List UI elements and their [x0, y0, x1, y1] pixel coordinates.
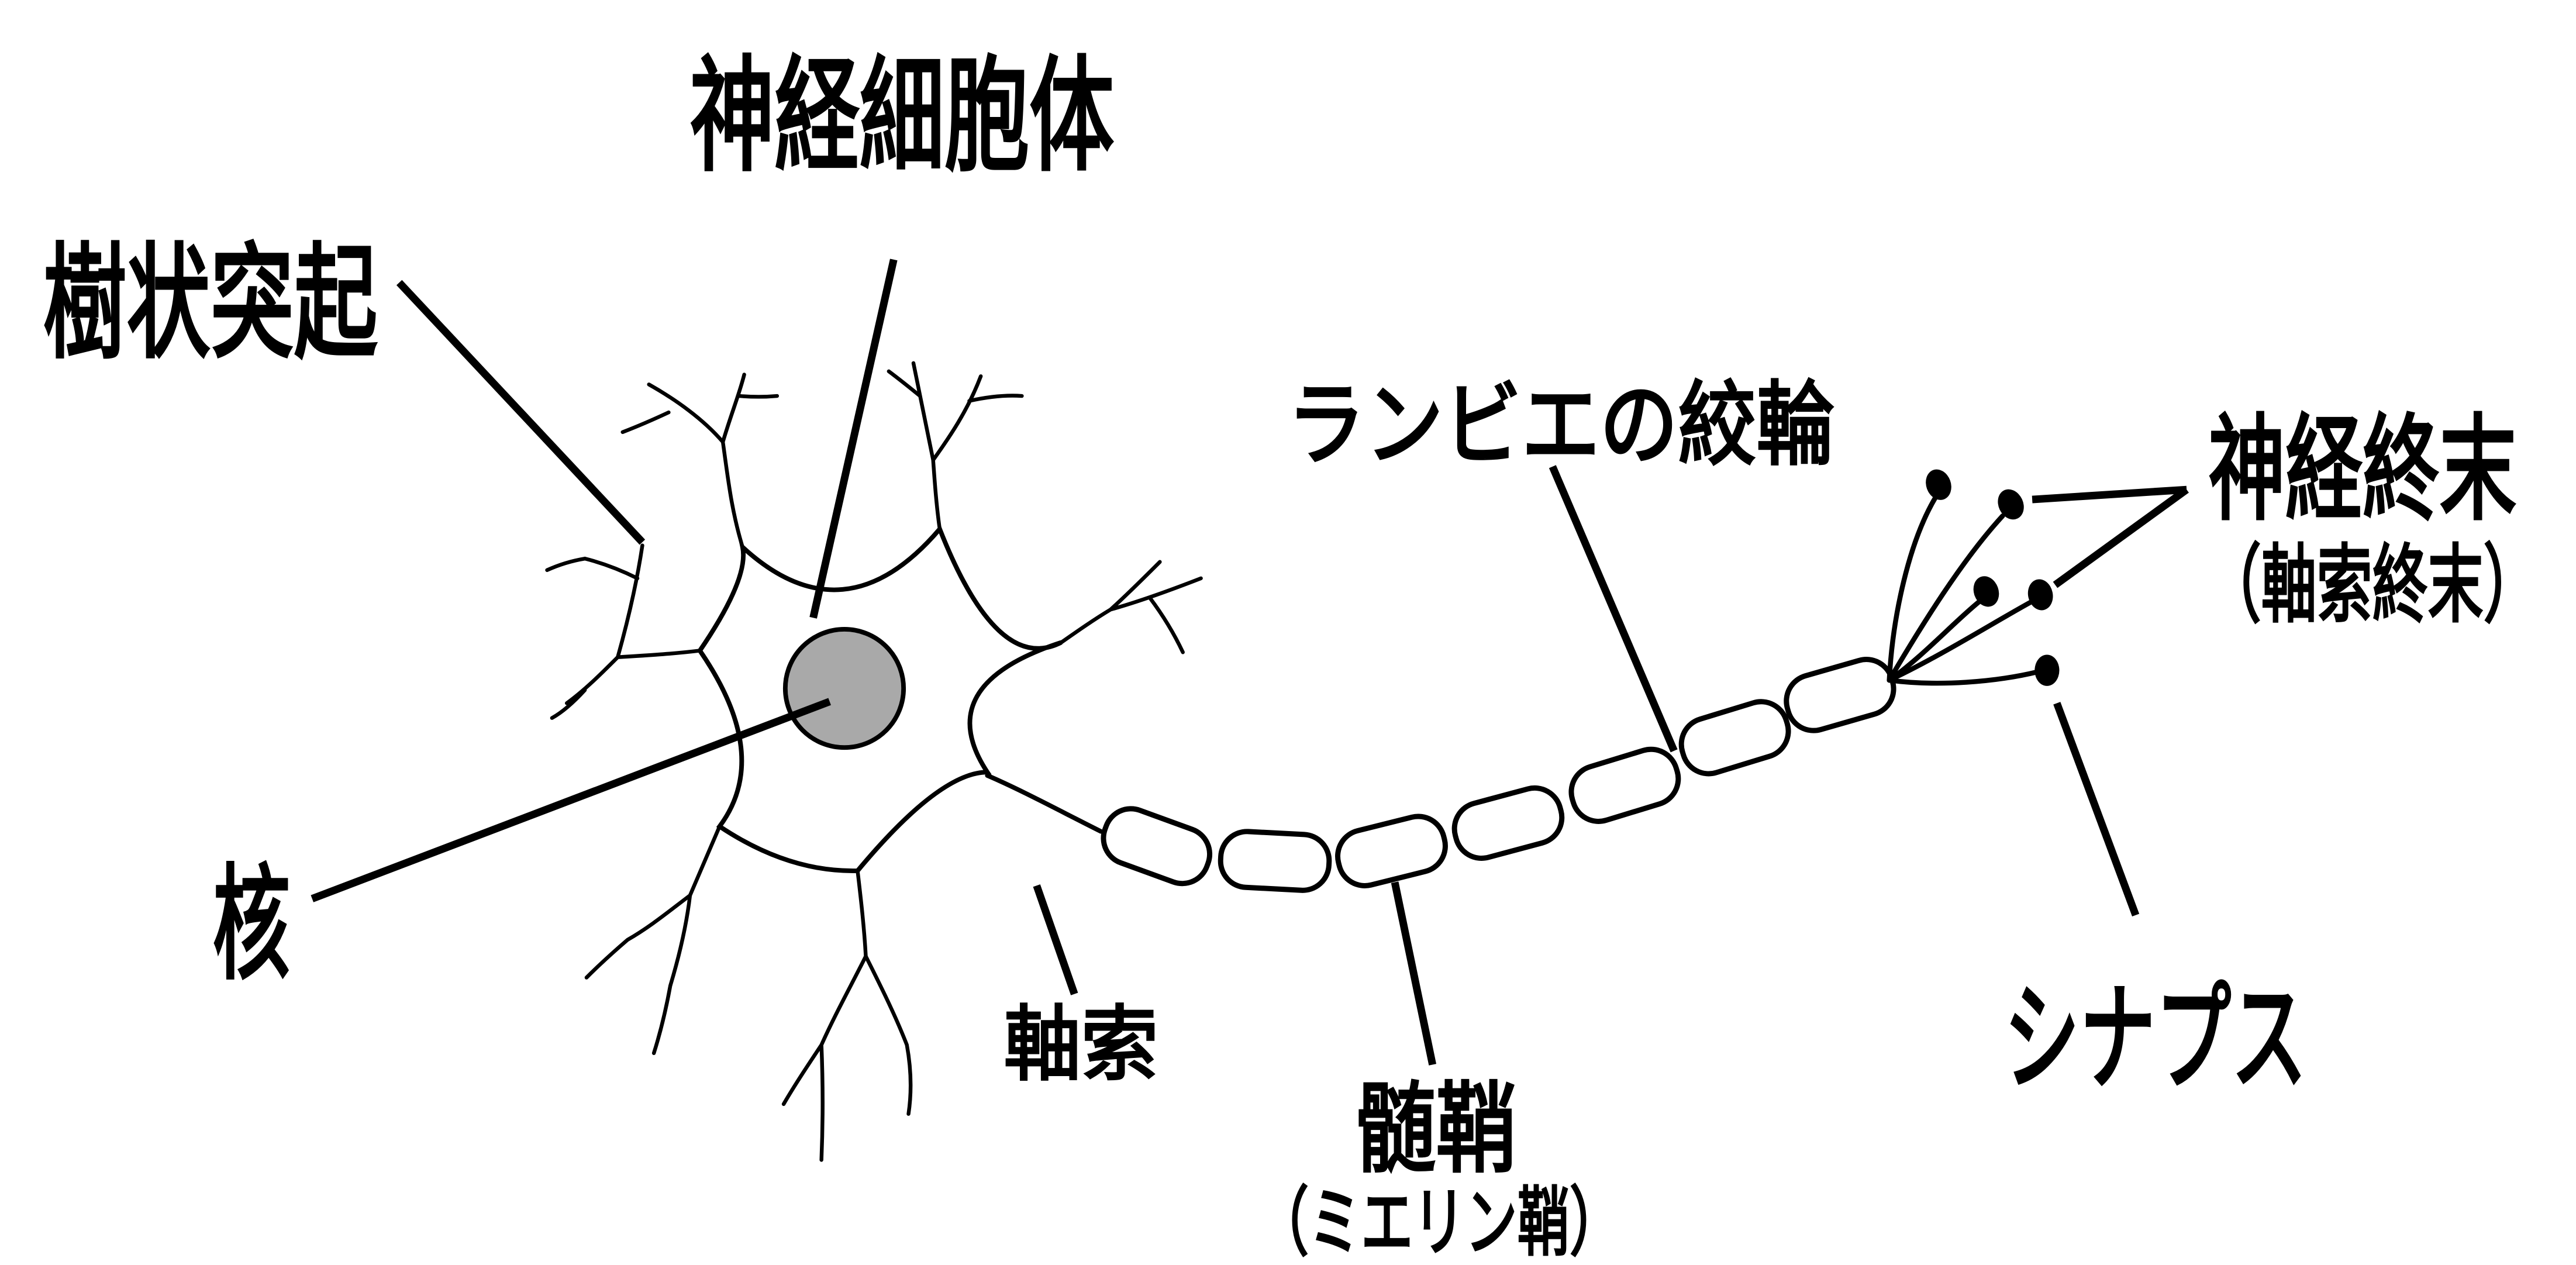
synaptic-bouton [1926, 469, 1951, 500]
nucleus [782, 627, 906, 750]
myelin-segment [1335, 814, 1448, 888]
label-synapse: シナプス [2004, 972, 2307, 1104]
label-myelin-sheath: 髄鞘 [1355, 1074, 1516, 1184]
leader-node-ranvier [1549, 465, 1678, 753]
leader-myelin [1391, 881, 1437, 1066]
label-nerve-terminal: 神経終末 [2208, 405, 2516, 534]
leader-nerve-terminal-lower [2053, 486, 2189, 588]
myelin-segment [1568, 746, 1681, 824]
dendrite-branch [584, 824, 722, 1055]
myelin-segment [1678, 699, 1791, 777]
label-axon: 軸索 [1004, 999, 1158, 1091]
leader-nerve-terminal-upper [2032, 485, 2187, 504]
leader-synapse [2053, 702, 2140, 917]
myelin-segment [1101, 806, 1213, 887]
dendrite-branch [887, 361, 1024, 531]
dendrite-branch [545, 543, 702, 720]
myelin-sheath-segments [1101, 657, 1896, 893]
label-dendrite: 樹状突起 [43, 233, 378, 374]
myelin-segment [1784, 657, 1896, 733]
terminal-branch [1887, 495, 1938, 683]
axon-terminal-branches [1887, 495, 2040, 686]
label-node-of-ranvier: ランビエの絞輪 [1287, 374, 1834, 477]
label-cell-body: 神経細胞体 [689, 47, 1114, 187]
dendrite-branch [620, 373, 780, 549]
synaptic-bouton [2027, 579, 2053, 611]
terminal-branch [1887, 669, 2040, 686]
labels: 神経細胞体 樹状突起 ランビエの絞輪 神経終末 （軸索終末） 核 軸索 髄鞘 （… [43, 47, 2539, 1265]
synaptic-boutons [1926, 469, 2060, 686]
axon-line [985, 773, 1103, 834]
leader-axon [1033, 884, 1078, 995]
myelin-segment [1451, 785, 1565, 861]
leader-nucleus [311, 698, 832, 902]
leader-dendrite [396, 280, 646, 545]
dendrite-branch [781, 868, 913, 1162]
myelin-segment [1218, 829, 1332, 893]
terminal-branch [1887, 598, 2035, 683]
terminal-branch [1887, 598, 1982, 683]
terminal-branch [1887, 513, 2005, 683]
label-nerve-terminal-sub: （軸索終末） [2206, 537, 2539, 633]
label-nucleus: 核 [213, 854, 290, 994]
synaptic-bouton [1973, 576, 1999, 607]
neuron-figure [545, 361, 2060, 1162]
label-myelin-sheath-sub: （ミエリン鞘） [1257, 1181, 1622, 1265]
dendrites [545, 361, 1203, 1162]
dendrite-branch [1059, 560, 1203, 654]
synaptic-bouton [2034, 654, 2060, 686]
leader-cell-body [809, 258, 898, 619]
leader-lines [311, 258, 2189, 1066]
synaptic-bouton [1998, 489, 2024, 520]
